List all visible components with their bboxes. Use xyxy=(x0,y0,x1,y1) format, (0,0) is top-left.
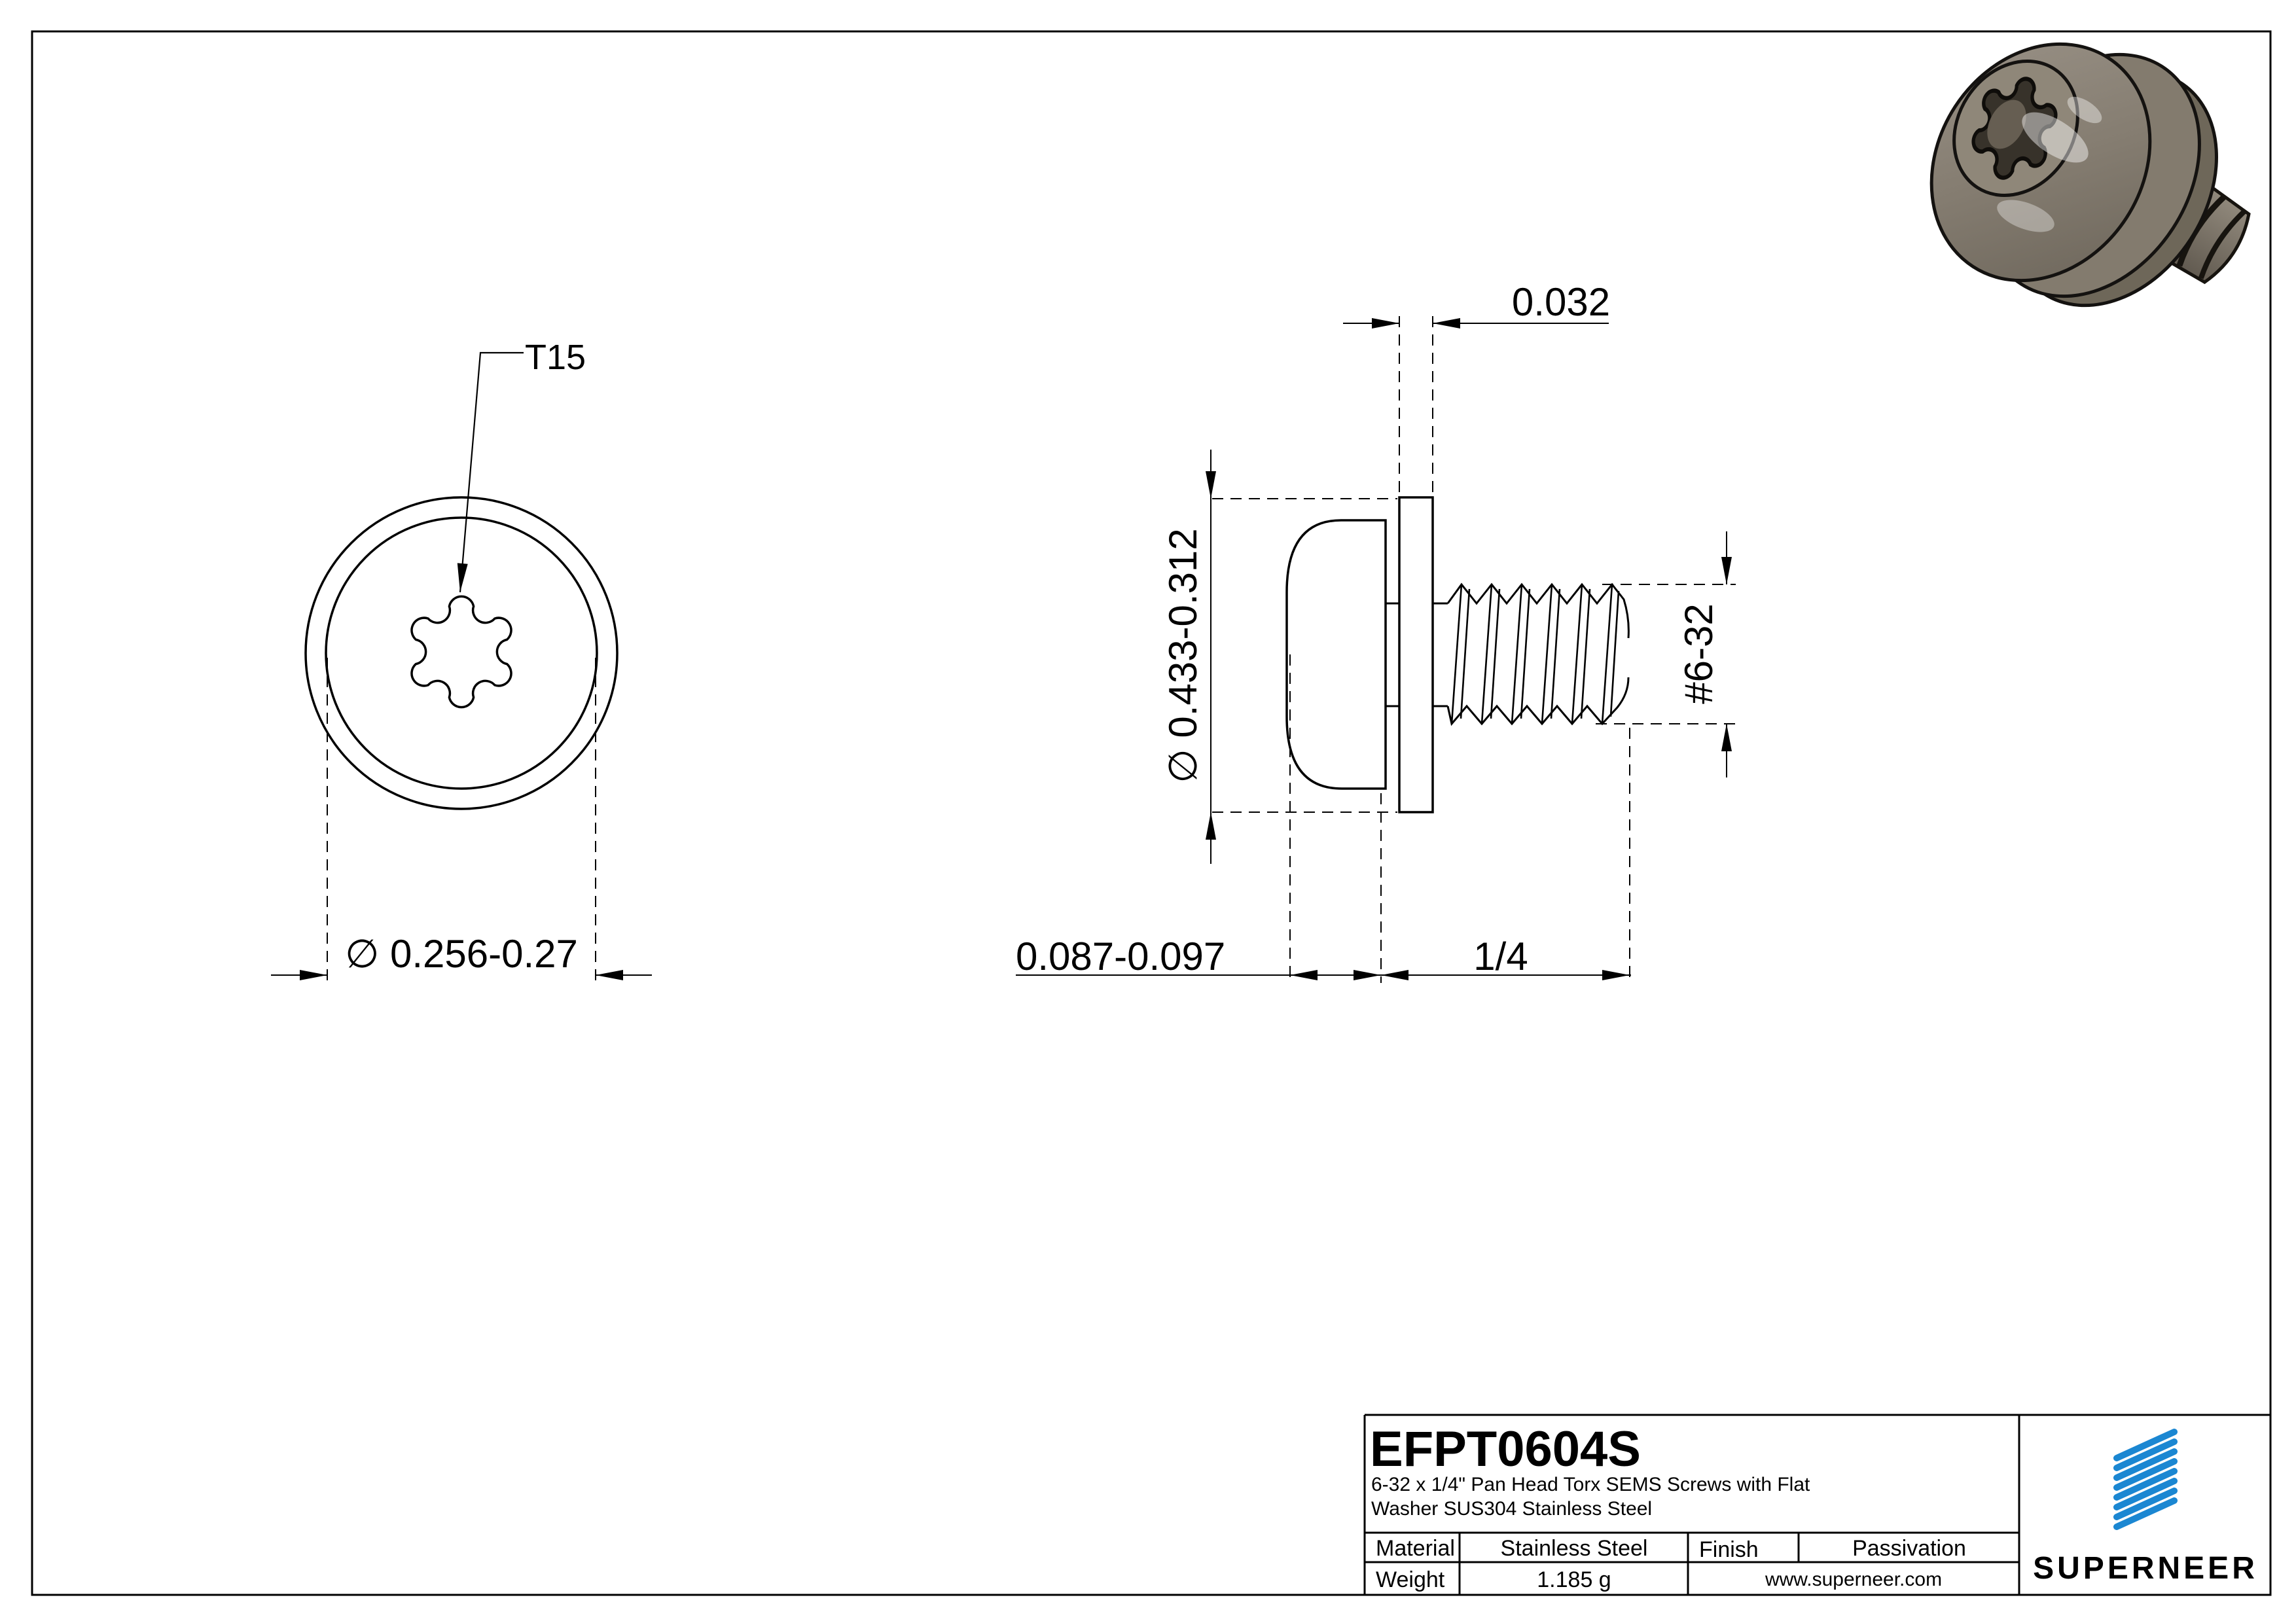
head-outline-circle xyxy=(325,516,598,790)
arrowhead-icon xyxy=(596,970,623,980)
arrowhead-icon xyxy=(1721,724,1732,751)
title-block-text: EFPT0604S 6-32 x 1/4" Pan Head Torx SEMS… xyxy=(1370,1421,1966,1592)
torx-drive-label: T15 xyxy=(525,338,586,377)
flat-washer-profile xyxy=(1398,496,1434,813)
thread-flank-lines xyxy=(1450,584,1620,724)
arrowhead-icon xyxy=(1721,557,1732,584)
finish-value: Passivation xyxy=(1852,1536,1966,1561)
washer-diameter-dimension: ∅ 0.433-0.312 xyxy=(1161,528,1205,783)
arrowhead-icon xyxy=(1354,970,1381,980)
weight-label: Weight xyxy=(1376,1567,1445,1592)
thread-length-dimension: 1/4 xyxy=(1473,935,1528,978)
arrowhead-icon xyxy=(1602,970,1630,980)
website-link[interactable]: www.superneer.com xyxy=(1765,1569,1942,1590)
leader-line xyxy=(459,351,524,593)
arrowhead-icon xyxy=(1206,812,1216,840)
thread-spec-dimension: #6-32 xyxy=(1677,603,1721,704)
side-view: ∅ 0.433-0.312 0.032 #6-32 0.087-0.097 1/… xyxy=(1016,280,1736,983)
arrowhead-icon xyxy=(1206,471,1216,499)
weight-value: 1.185 g xyxy=(1537,1567,1611,1592)
front-view: T15 ∅ 0.256-0.27 xyxy=(271,338,652,983)
head-diameter-dimension: ∅ 0.256-0.27 xyxy=(345,932,578,976)
material-value: Stainless Steel xyxy=(1501,1536,1648,1561)
material-label: Material xyxy=(1376,1536,1455,1561)
leader-arrowhead-icon xyxy=(457,563,468,592)
logo-stripes-icon xyxy=(2113,1429,2178,1530)
part-number: EFPT0604S xyxy=(1370,1421,1641,1477)
arrowhead-icon xyxy=(1372,318,1399,329)
washer-outline-circle xyxy=(304,496,619,810)
washer-thickness-dimension: 0.032 xyxy=(1512,280,1610,324)
head-height-dimension: 0.087-0.097 xyxy=(1016,935,1225,978)
title-block xyxy=(1363,1414,2270,1595)
description-line1: 6-32 x 1/4" Pan Head Torx SEMS Screws wi… xyxy=(1371,1474,1810,1495)
thread-profile xyxy=(1446,582,1630,726)
brand-name: SUPERNEER xyxy=(2033,1551,2258,1586)
finish-label: Finish xyxy=(1699,1537,1759,1562)
arrowhead-icon xyxy=(1381,970,1408,980)
screw-3d-render xyxy=(1929,42,2251,308)
description-line2: Washer SUS304 Stainless Steel xyxy=(1371,1498,1652,1520)
arrowhead-icon xyxy=(300,970,327,980)
pan-head-profile xyxy=(1285,519,1387,790)
torx-recess-icon xyxy=(410,595,512,709)
arrowhead-icon xyxy=(1433,318,1460,329)
arrowhead-icon xyxy=(1290,970,1318,980)
page-border xyxy=(31,30,2272,1596)
superneer-logo: SUPERNEER xyxy=(2033,1429,2258,1586)
